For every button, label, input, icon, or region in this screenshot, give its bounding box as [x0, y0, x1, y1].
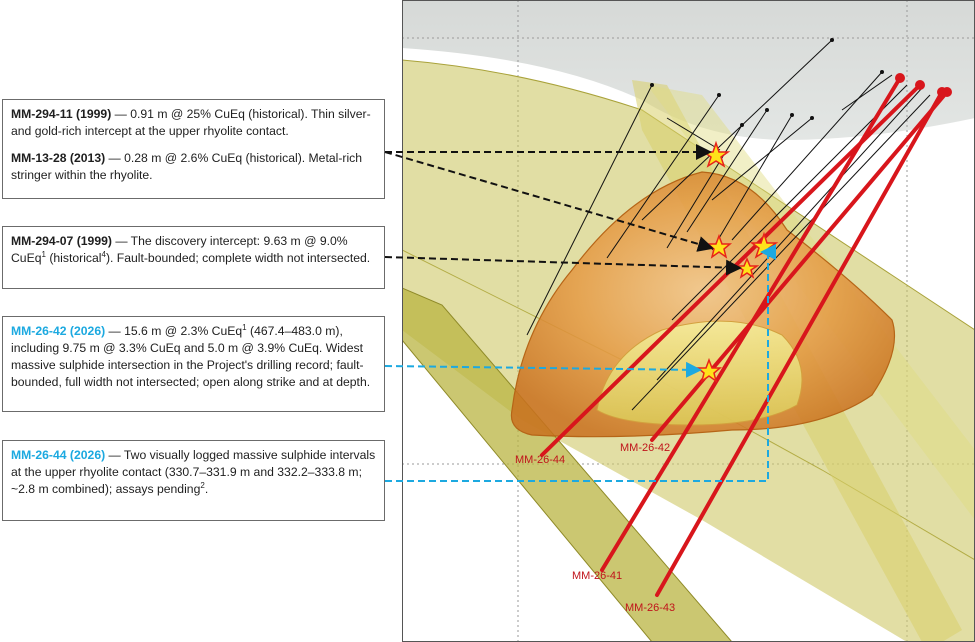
callout-mm-26-42: MM-26-42 (2026) — 15.6 m @ 2.3% CuEq1 (4…	[2, 316, 385, 412]
intercept-description: — Two visually logged massive sulphide i…	[11, 448, 376, 496]
callout-mm-26-44: MM-26-44 (2026) — Two visually logged ma…	[2, 440, 385, 521]
hole-id-mm-13-28: MM-13-28 (2013)	[11, 151, 106, 165]
hole-id-mm-26-42: MM-26-42 (2026)	[11, 324, 106, 338]
hole-id-mm-294-11: MM-294-11 (1999)	[11, 107, 112, 121]
label-mm-26-44: MM-26-44	[515, 454, 565, 466]
label-mm-26-41: MM-26-41	[572, 570, 622, 582]
callout-mm-294-07: MM-294-07 (1999) — The discovery interce…	[2, 226, 385, 289]
hole-id-mm-26-44: MM-26-44 (2026)	[11, 448, 106, 462]
intercept-description: (historical	[45, 251, 102, 265]
callout-entry-mm-294-11: MM-294-11 (1999) — 0.91 m @ 25% CuEq (hi…	[11, 106, 376, 140]
collar-markers-2026	[895, 73, 952, 97]
intercept-description: — 0.28 m @ 2.6% CuEq (historical). Metal…	[11, 151, 363, 182]
topographic-surface	[402, 0, 975, 140]
intercept-description: — 15.6 m @ 2.3% CuEq	[105, 324, 243, 338]
intercept-description: (467.4–483.0 m), including 9.75 m @ 3.3%…	[11, 324, 371, 389]
callout-entry-mm-13-28: MM-13-28 (2013) — 0.28 m @ 2.6% CuEq (hi…	[11, 150, 376, 184]
intercept-description: ). Fault-bounded; complete width not int…	[105, 251, 371, 265]
intercept-description: — 0.91 m @ 25% CuEq (historical). Thin s…	[11, 107, 371, 138]
intercept-description: .	[204, 482, 209, 496]
footnote-marker: 4	[101, 249, 106, 259]
callout-entry-mm-26-42: MM-26-42 (2026) — 15.6 m @ 2.3% CuEq1 (4…	[11, 323, 376, 391]
footnote-marker: 2	[200, 480, 205, 490]
historic-collar-markers	[650, 38, 884, 127]
label-mm-26-42: MM-26-42	[620, 442, 670, 454]
intercept-description: — The discovery intercept: 9.63 m @ 9.0%…	[11, 234, 348, 265]
callout-mm-294-11-and-mm-13-28: MM-294-11 (1999) — 0.91 m @ 25% CuEq (hi…	[2, 99, 385, 199]
callout-entry-mm-26-44: MM-26-44 (2026) — Two visually logged ma…	[11, 447, 376, 498]
geological-3d-view: MM-26-44 MM-26-42 MM-26-41 MM-26-43	[402, 0, 975, 642]
hole-id-mm-294-07: MM-294-07 (1999)	[11, 234, 112, 248]
drill-hole-mm-26-43	[655, 90, 944, 597]
label-mm-26-43: MM-26-43	[625, 602, 675, 614]
footnote-marker: 1	[242, 322, 247, 332]
footnote-marker: 1	[41, 249, 46, 259]
callout-entry-mm-294-07: MM-294-07 (1999) — The discovery interce…	[11, 233, 376, 267]
